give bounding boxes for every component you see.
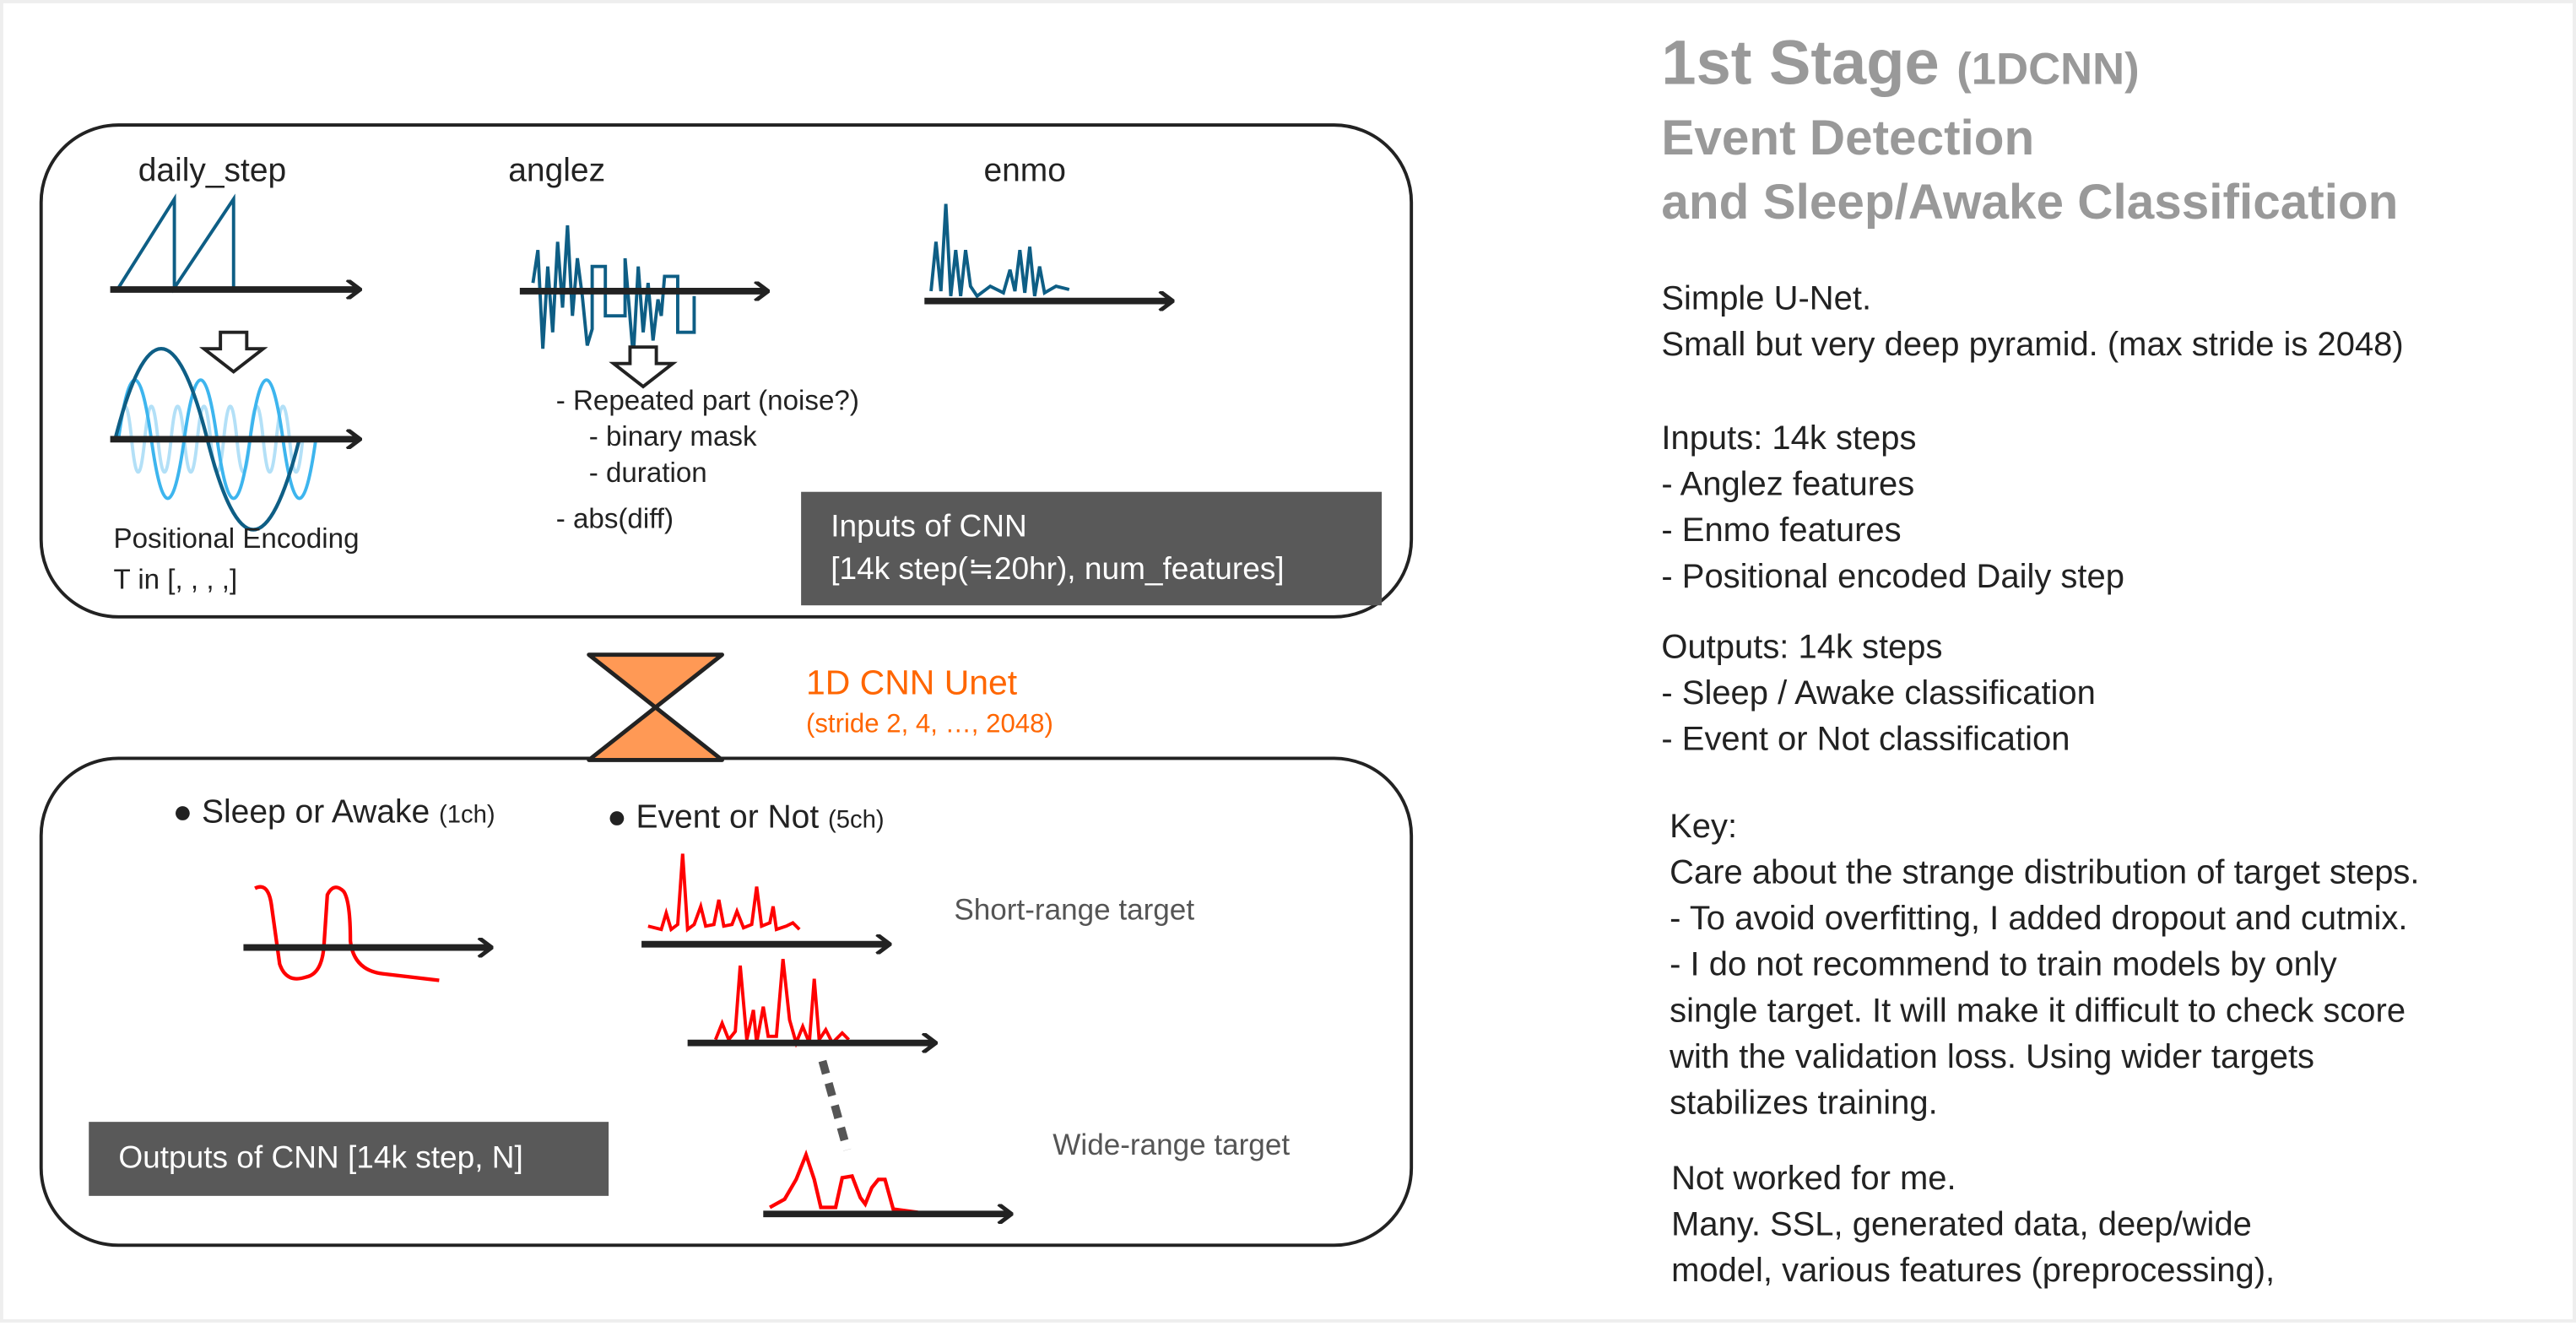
key-line: single target. It will make it difficult… [1670, 992, 2406, 1031]
sleep-awake-channels: (1ch) [439, 801, 495, 830]
outputs-line: - Sleep / Awake classification [1661, 674, 2096, 712]
key-line: with the validation loss. Using wider ta… [1670, 1037, 2315, 1076]
feature-abs-diff: - abs(diff) [555, 503, 674, 535]
inputs-block: Inputs: 14k steps - Anglez features - En… [1661, 416, 2124, 600]
event-label: Event or Not [636, 799, 820, 836]
key-block: Key: Care about the strange distribution… [1670, 804, 2419, 1127]
short-range-label: Short-range target [954, 893, 1195, 927]
sleep-awake-label: Sleep or Awake [202, 794, 430, 831]
key-line: - I do not recommend to train models by … [1670, 945, 2337, 984]
not-worked-line: model, various features (preprocessing), [1671, 1252, 2276, 1290]
subtitle-line-2: and Sleep/Awake Classification [1661, 176, 2399, 230]
positional-encoding-plot [110, 347, 359, 532]
inputs-line: - Anglez features [1661, 465, 1915, 504]
not-worked-line: Not worked for me. [1671, 1159, 1956, 1198]
model-name: 1D CNN Unet [805, 664, 1018, 703]
daily-step-label: daily_step [138, 153, 287, 190]
title-text: 1st Stage [1661, 30, 1940, 99]
wide-range-target-plot [763, 1149, 1009, 1214]
key-line: - To avoid overfitting, I added dropout … [1670, 900, 2408, 938]
key-line: Key: [1670, 807, 1738, 846]
outputs-box-text: Outputs of CNN [14k step, N] [118, 1141, 523, 1177]
daily-step-plot [110, 193, 359, 290]
sleep-awake-plot [243, 885, 490, 982]
subtitle-line-1: Event Detection [1661, 111, 2035, 166]
feature-duration: - duration [588, 457, 707, 489]
inputs-box-shape: [14k step(≒20hr), num_features] [831, 552, 1285, 587]
inputs-line: - Positional encoded Daily step [1661, 557, 2124, 596]
outputs-line: Outputs: 14k steps [1661, 628, 1943, 667]
not-worked-line: Many. SSL, generated data, deep/wide [1671, 1205, 2252, 1244]
outputs-panel [39, 756, 1414, 1248]
key-line: stabilizes training. [1670, 1084, 1938, 1123]
page-title: 1st Stage (1DCNN) [1661, 30, 2139, 100]
key-line: Care about the strange distribution of t… [1670, 853, 2420, 892]
title-sub: (1DCNN) [1956, 44, 2140, 95]
ellipsis-dots [818, 1059, 852, 1151]
t-range-label: T in [, , , ,] [113, 564, 238, 596]
inputs-panel [39, 123, 1414, 619]
inputs-of-cnn-box: Inputs of CNN [14k step(≒20hr), num_feat… [801, 491, 1383, 606]
wide-range-label: Wide-range target [1053, 1128, 1291, 1161]
short-range-target-plot [641, 853, 888, 944]
outputs-of-cnn-box: Outputs of CNN [14k step, N] [89, 1122, 609, 1196]
summary-line: Simple U-Net. [1661, 279, 1872, 318]
anglez-label: anglez [508, 153, 606, 190]
mid-range-target-plot [687, 958, 934, 1042]
event-heading: ● Event or Not (5ch) [607, 799, 885, 836]
model-stride: (stride 2, 4, …, 2048) [805, 710, 1053, 739]
positional-encoding-label: Positional Encoding [113, 522, 360, 555]
summary-block: Simple U-Net. Small but very deep pyrami… [1661, 276, 2403, 368]
down-arrow-icon [198, 330, 268, 374]
down-arrow-icon [609, 345, 678, 389]
inputs-line: - Enmo features [1661, 511, 1902, 549]
inputs-box-title: Inputs of CNN [831, 510, 1027, 545]
outputs-line: - Event or Not classification [1661, 720, 2070, 759]
outputs-block: Outputs: 14k steps - Sleep / Awake class… [1661, 625, 2095, 764]
diagram-graphics [110, 193, 2576, 1326]
event-channels: (5ch) [828, 805, 885, 835]
inputs-line: Inputs: 14k steps [1661, 419, 1917, 457]
unet-hourglass-icon [587, 652, 725, 762]
enmo-plot [924, 203, 1171, 301]
summary-line: Small but very deep pyramid. (max stride… [1661, 325, 2404, 364]
sleep-awake-heading: ● Sleep or Awake (1ch) [172, 794, 495, 831]
enmo-label: enmo [983, 153, 1066, 190]
anglez-plot [519, 225, 766, 358]
feature-repeated-part: - Repeated part (noise?) [555, 385, 859, 417]
not-worked-block: Not worked for me. Many. SSL, generated … [1671, 1156, 2275, 1295]
feature-binary-mask: - binary mask [588, 420, 757, 452]
